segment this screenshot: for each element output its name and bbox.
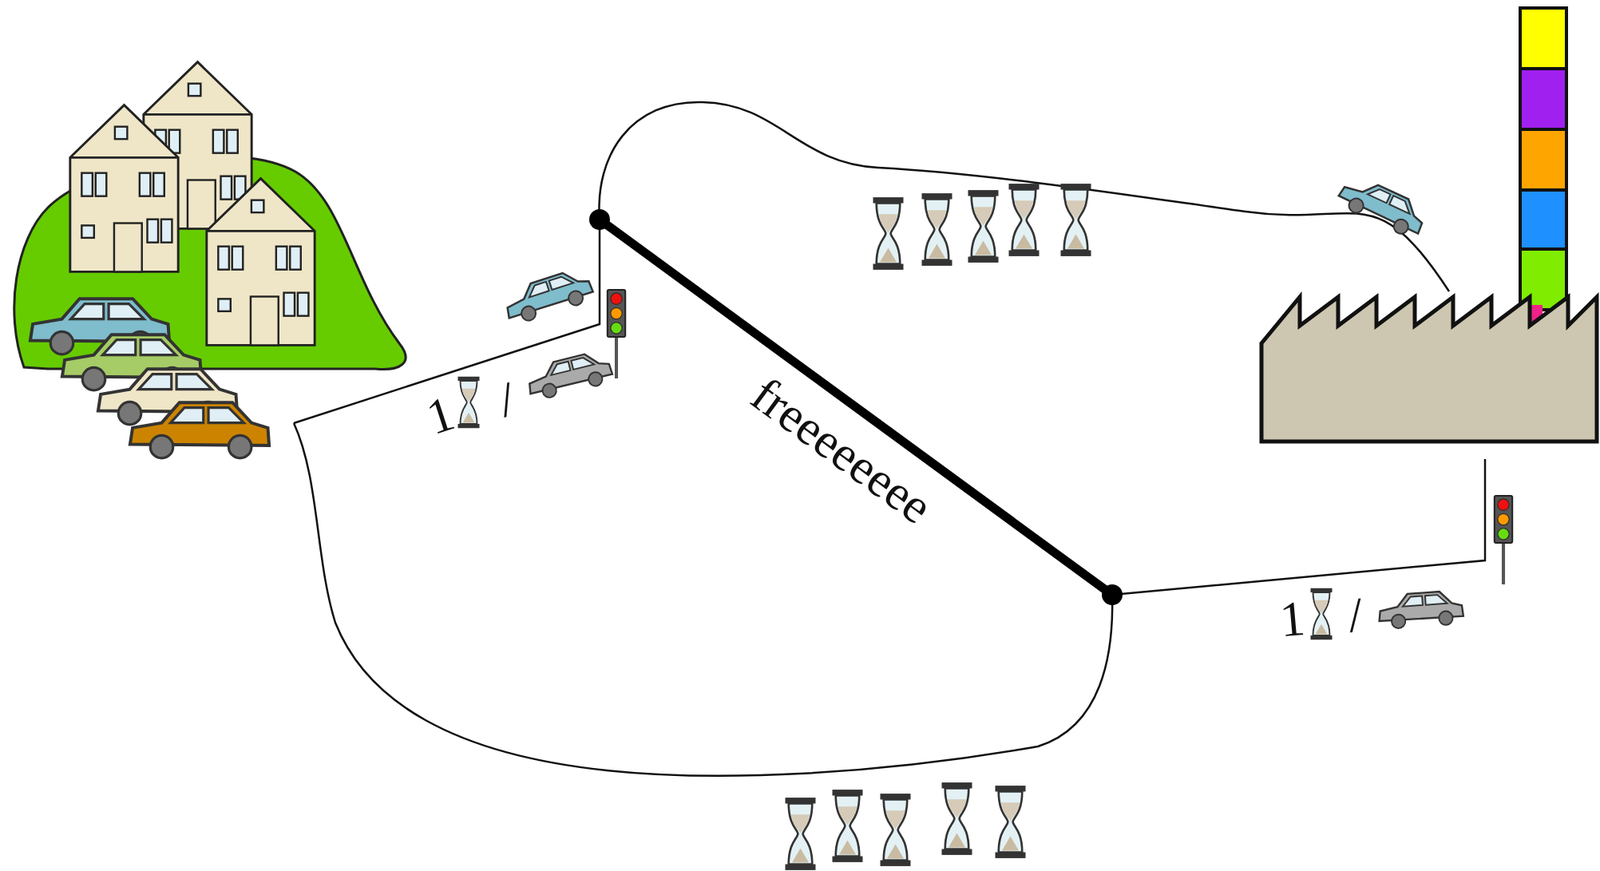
cost-label: 1 bbox=[1277, 593, 1307, 645]
junction bbox=[1101, 584, 1123, 606]
road bbox=[1112, 459, 1486, 595]
hourglass bbox=[1310, 588, 1333, 641]
car bbox=[1334, 171, 1430, 241]
cost-label: 1 bbox=[420, 388, 460, 444]
traffic-light bbox=[1494, 495, 1513, 585]
road bbox=[598, 102, 1450, 292]
cost-label: / bbox=[1346, 589, 1365, 640]
hourglass bbox=[458, 376, 480, 429]
cost-label: / bbox=[493, 373, 519, 425]
house bbox=[206, 178, 315, 346]
car bbox=[130, 402, 270, 459]
hourglass-row bbox=[873, 183, 1092, 270]
car bbox=[524, 348, 614, 402]
junction bbox=[589, 209, 610, 230]
car bbox=[501, 265, 596, 327]
free-road bbox=[599, 219, 1113, 595]
road bbox=[293, 423, 1113, 777]
hourglass-row bbox=[785, 782, 1026, 871]
car bbox=[1377, 590, 1464, 630]
house bbox=[70, 105, 179, 273]
factory bbox=[1261, 7, 1597, 442]
